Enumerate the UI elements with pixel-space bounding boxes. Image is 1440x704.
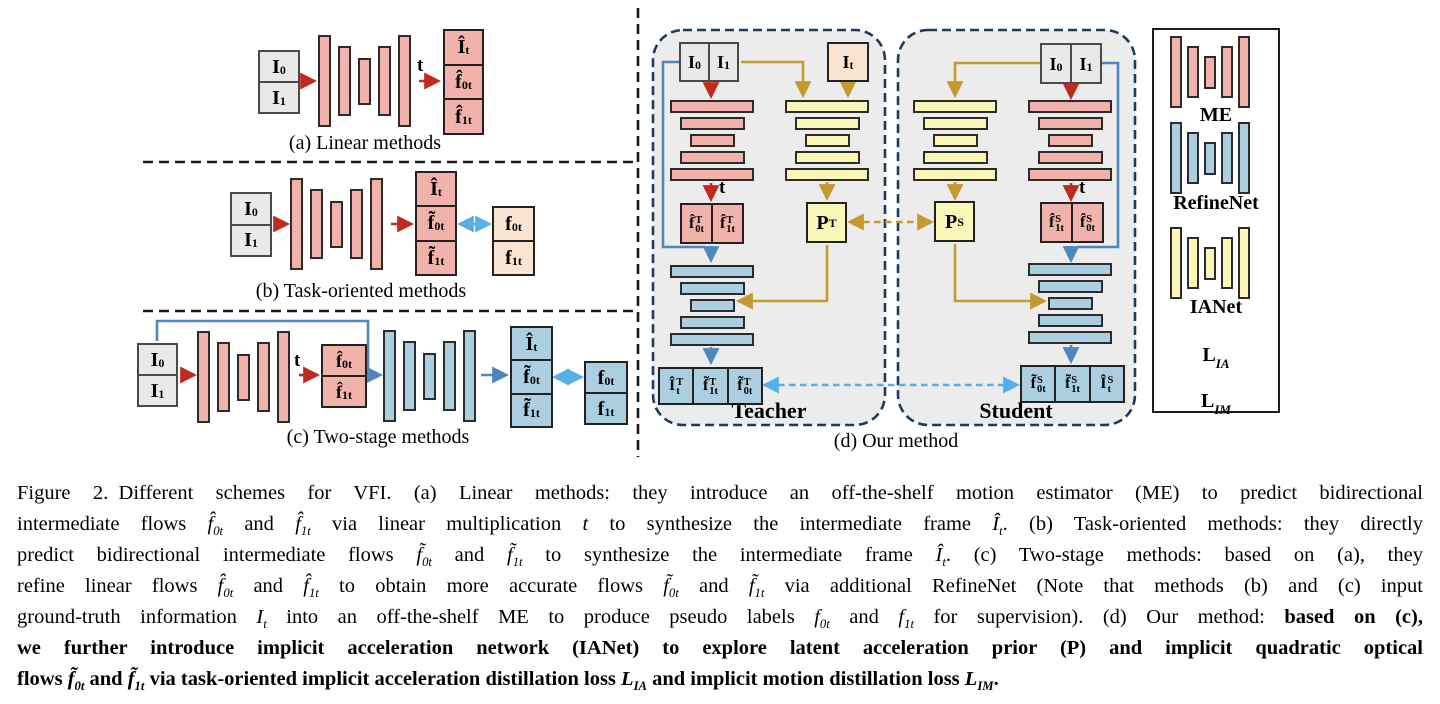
skip-connection-line [1077,61,1120,249]
panel-a-caption: (a) Linear methods [288,132,442,154]
student-label: Student [979,398,1053,423]
legend-lim-label: LIM [1201,390,1231,417]
legend-me-glyph [1170,36,1250,108]
student-refinenet-network [1028,263,1112,344]
caption-line: we further introduce implicit accelerati… [17,637,1423,659]
caption-line: predict bidirectional intermediate flows… [17,544,1423,570]
box-f0t-hat: f̂0t [321,344,367,377]
t-label-student: t [1079,177,1086,198]
panel-c-caption: (c) Two-stage methods [286,426,470,448]
gold-arrow [741,60,812,99]
teacher-refinenet-network [670,265,754,346]
skip-connection-line [155,319,370,373]
caption-line: ground-truth information It into an off-… [17,606,1423,632]
teacher-me-network [670,100,754,181]
panel-b-caption: (b) Task-oriented methods [255,280,467,302]
legend-refinenet-glyph [1170,122,1250,194]
skip-connection-line [661,60,705,249]
legend-ianet-label: IANet [1189,296,1243,318]
me-network-a [318,35,411,127]
box-f0t-tilde: f̃0t [415,205,457,242]
teacher-label: Teacher [731,398,807,423]
figure-caption: Figure 2. Different schemes for VFI. (a)… [17,478,1423,695]
legend-lia-label: LIA [1202,344,1230,371]
gold-arrow [946,61,1040,99]
box-f1t-tilde: f̃1t [510,392,553,428]
box-f0t-tilde: f̃0t [510,359,553,395]
box-f0t-hat: f̂0t [443,63,484,101]
caption-line: flows f̃0t and f̃1t via task-oriented im… [17,668,999,694]
caption-line: refine linear flows f̂0t and f̂1t to obt… [17,575,1423,601]
box-f1t-hat: f̂1t [321,375,367,408]
linear-flow-stack-c: f̂0t f̂1t [321,344,367,408]
legend-refinenet-label: RefineNet [1173,192,1259,214]
student-ianet-network [913,100,997,181]
legend-me-label: ME [1199,104,1233,126]
gold-arrow [735,245,829,310]
me-network-c [197,331,290,423]
legend-ianet-glyph [1170,227,1250,299]
t-label-c: t [294,350,301,371]
student-me-network [1028,100,1112,181]
t-label-a: t [417,55,424,76]
caption-line: intermediate flows f̂0t and f̂1t via lin… [17,513,1423,539]
gold-arrow [953,244,1048,310]
t-label-teacher: t [719,177,726,198]
teacher-ianet-network [785,100,869,181]
box-f1t-tilde: f̃1t [415,239,457,276]
me-network-b [290,178,383,270]
box-f1t-hat: f̂1t [443,98,484,136]
refinenet-network-c [383,330,476,422]
caption-line: Figure 2. Different schemes for VFI. (a)… [17,482,1423,504]
panel-d-caption: (d) Our method [833,430,959,452]
